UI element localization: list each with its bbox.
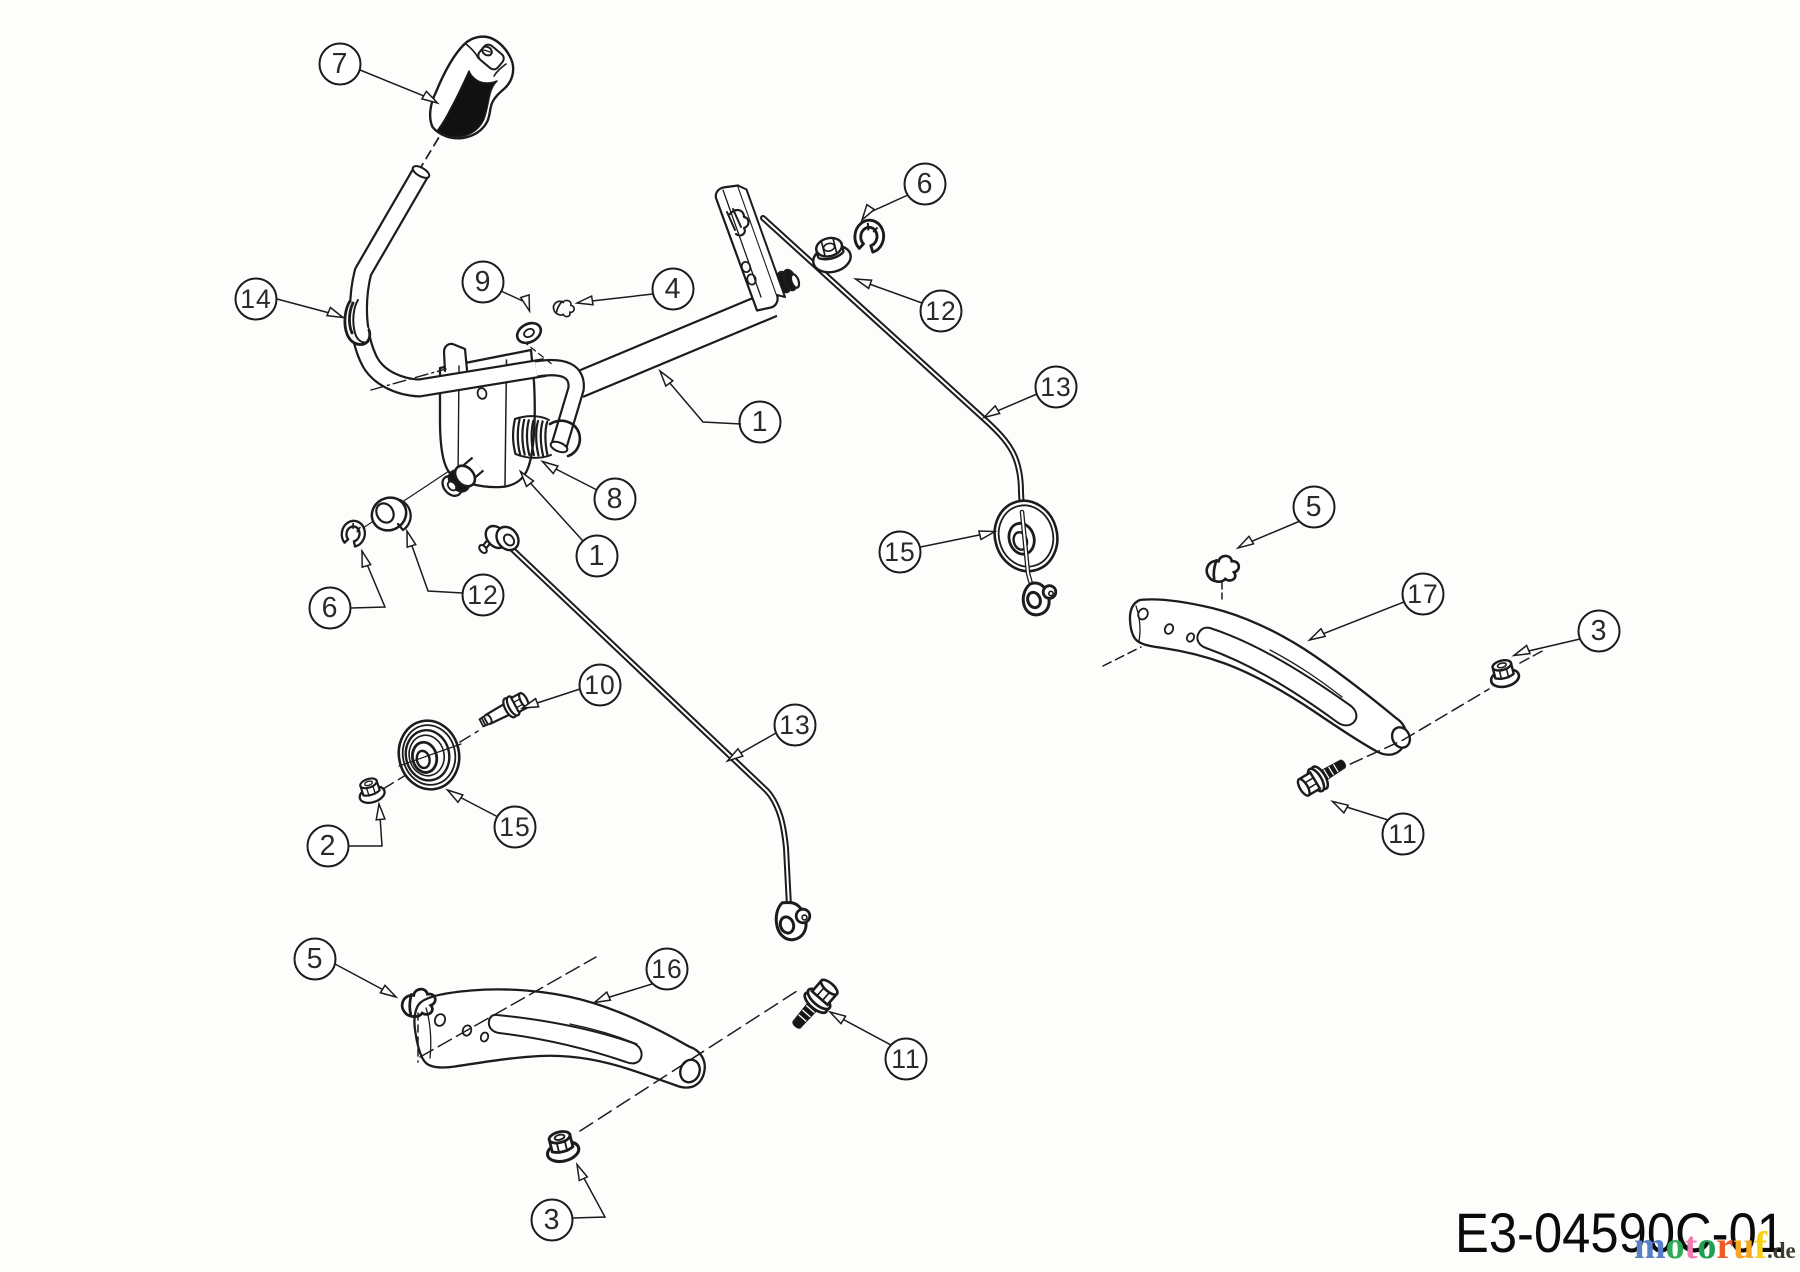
svg-text:7: 7	[332, 48, 349, 80]
svg-text:3: 3	[1591, 615, 1608, 647]
svg-text:11: 11	[891, 1044, 921, 1074]
svg-text:13: 13	[779, 710, 810, 740]
svg-text:12: 12	[925, 296, 956, 326]
svg-text:17: 17	[1407, 579, 1438, 609]
svg-text:6: 6	[322, 592, 339, 624]
svg-text:9: 9	[475, 266, 492, 298]
svg-text:14: 14	[240, 284, 271, 314]
svg-text:2: 2	[320, 830, 337, 862]
svg-text:5: 5	[1306, 491, 1323, 523]
svg-text:3: 3	[544, 1204, 561, 1236]
svg-text:15: 15	[499, 812, 530, 842]
svg-text:13: 13	[1040, 372, 1071, 402]
svg-text:15: 15	[884, 537, 915, 567]
svg-text:1: 1	[589, 540, 606, 572]
svg-text:4: 4	[665, 273, 682, 305]
svg-text:12: 12	[467, 580, 498, 610]
svg-text:16: 16	[651, 954, 682, 984]
svg-text:11: 11	[1388, 819, 1418, 849]
svg-text:5: 5	[307, 943, 324, 975]
svg-text:8: 8	[607, 483, 624, 515]
svg-text:10: 10	[584, 670, 615, 700]
svg-text:6: 6	[917, 168, 934, 200]
svg-text:motoruf.de: motoruf.de	[1634, 1225, 1796, 1267]
svg-text:1: 1	[752, 406, 769, 438]
svg-text:E3-04590C-01: E3-04590C-01	[1455, 1201, 1785, 1264]
